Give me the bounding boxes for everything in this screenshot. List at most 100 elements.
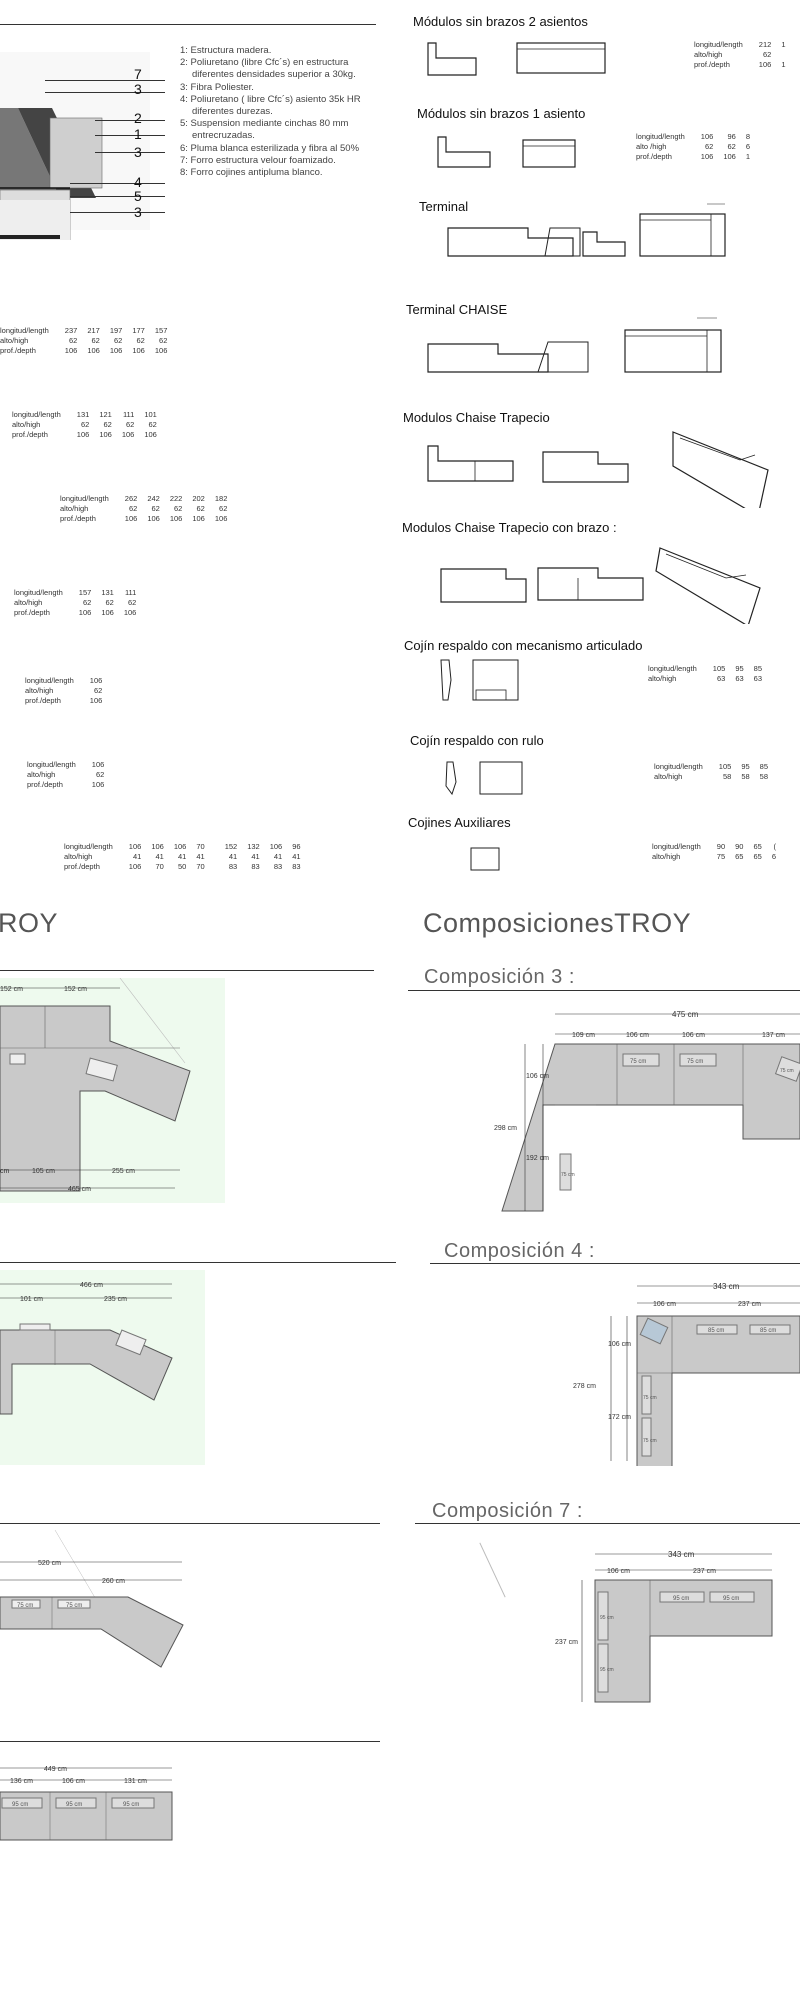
module-drawing-9 bbox=[470, 847, 500, 871]
c7-dim-4: 95 cm bbox=[673, 1596, 689, 1602]
dimension-label: prof./depth bbox=[60, 514, 96, 523]
dimension-value: 41 bbox=[178, 852, 187, 861]
dimension-value: 62 bbox=[93, 686, 103, 695]
c7-dim-1: 343 cm bbox=[668, 1550, 695, 1559]
dimension-value: 95 bbox=[735, 664, 744, 673]
dimension-value: 106 bbox=[78, 608, 92, 617]
c7-dim-7: 95 cm bbox=[600, 1667, 614, 1673]
dimension-value: 62 bbox=[128, 598, 137, 607]
callout-2: 2 bbox=[134, 110, 142, 126]
dimension-value: 106 bbox=[128, 842, 142, 851]
dimension-value: 62 bbox=[91, 336, 100, 345]
dimension-value: 63 bbox=[753, 674, 762, 683]
dimension-label: alto /high bbox=[636, 142, 667, 151]
dimension-value: 62 bbox=[105, 598, 114, 607]
dimension-value: 62 bbox=[126, 420, 135, 429]
dimension-label: longitud/length bbox=[25, 676, 74, 685]
composition-7-drawing: 343 cm 106 cm 237 cm 95 cm 95 cm 95 cm 9… bbox=[555, 1550, 773, 1703]
dimension-value: 75 bbox=[716, 852, 726, 861]
c6-dim-7: 95 cm bbox=[123, 1802, 139, 1808]
c5-dim-4: 75 cm bbox=[66, 1603, 82, 1609]
c2-dim-2: 101 cm bbox=[20, 1296, 43, 1303]
c2-dim-3: 235 cm bbox=[104, 1296, 127, 1303]
callout-3b: 3 bbox=[134, 144, 142, 160]
dimension-value: 70 bbox=[196, 842, 205, 851]
dimension-value: 106 bbox=[173, 842, 187, 851]
module-title-9: Cojines Auxiliares bbox=[408, 815, 511, 830]
dimension-value: 106 bbox=[151, 842, 164, 851]
dimension-label: prof./depth bbox=[64, 862, 100, 871]
c1-dim-1: 152 cm bbox=[0, 986, 23, 993]
dimension-value: 63 bbox=[716, 674, 726, 683]
module-title-6: Modulos Chaise Trapecio con brazo : bbox=[402, 520, 617, 535]
dimension-value: 62 bbox=[80, 420, 90, 429]
module-drawing-4 bbox=[427, 317, 722, 373]
dimension-value: 106 bbox=[269, 842, 283, 851]
c1-dim-4: 105 cm bbox=[32, 1168, 55, 1175]
dimension-value: 106 bbox=[91, 760, 105, 769]
composition-left-6: 449 cm 136 cm 106 cm 131 cm 95 cm 95 cm … bbox=[0, 1766, 173, 1841]
c5-dim-1: 520 cm bbox=[38, 1560, 61, 1567]
c3-dim-7: 75 cm bbox=[687, 1059, 703, 1065]
dimension-value: 106 bbox=[132, 346, 145, 355]
module-title-4: Terminal CHAISE bbox=[406, 302, 508, 317]
dimension-value: 106 bbox=[89, 696, 103, 705]
dimension-value: 106 bbox=[123, 608, 137, 617]
c4-dim-2: 106 cm bbox=[653, 1301, 676, 1308]
c7-dim-3: 237 cm bbox=[693, 1568, 716, 1575]
dimension-value: 63 bbox=[735, 674, 744, 683]
dimension-label: longitud/length bbox=[0, 326, 49, 335]
module-title-3: Terminal bbox=[419, 199, 469, 214]
top-left-rule bbox=[0, 24, 376, 25]
c3-dim-9: 106 cm bbox=[526, 1073, 549, 1080]
c5-dim-2: 260 cm bbox=[102, 1578, 125, 1585]
c6-dim-4: 131 cm bbox=[124, 1778, 147, 1785]
cross-section-drawing bbox=[0, 52, 150, 240]
dimension-value: 62 bbox=[136, 336, 145, 345]
dimension-value: 106 bbox=[700, 132, 714, 141]
c4-dim-9: 75 cm bbox=[643, 1395, 657, 1401]
c3-dim-11: 192 cm bbox=[526, 1155, 549, 1162]
dimension-label: longitud/length bbox=[12, 410, 61, 419]
dimension-value: 65 bbox=[753, 842, 762, 851]
dimension-label: alto/high bbox=[654, 772, 683, 781]
callout-4: 4 bbox=[134, 174, 142, 190]
dimension-value: 90 bbox=[716, 842, 726, 851]
dimension-value: 131 bbox=[101, 588, 114, 597]
module-drawing-3 bbox=[447, 203, 726, 257]
dimension-value: 58 bbox=[741, 772, 750, 781]
module-title-7: Cojín respaldo con mecanismo articulado bbox=[404, 638, 643, 653]
c3-dim-10: 298 cm bbox=[494, 1125, 517, 1132]
dimension-label: alto/high bbox=[12, 420, 41, 429]
module-title-8: Cojín respaldo con rulo bbox=[410, 733, 544, 748]
module-title-5: Modulos Chaise Trapecio bbox=[403, 410, 550, 425]
dimension-value: 121 bbox=[99, 410, 112, 419]
composition-left-2: 466 cm 101 cm 235 cm bbox=[0, 1270, 205, 1465]
dimension-value: 85 bbox=[753, 664, 762, 673]
materials-legend: 1: Estructura madera. 2: Poliuretano (li… bbox=[180, 45, 361, 179]
c7-dim-6: 95 cm bbox=[600, 1615, 614, 1621]
dimension-value: 202 bbox=[192, 494, 205, 503]
dimension-label: alto/high bbox=[694, 50, 723, 59]
